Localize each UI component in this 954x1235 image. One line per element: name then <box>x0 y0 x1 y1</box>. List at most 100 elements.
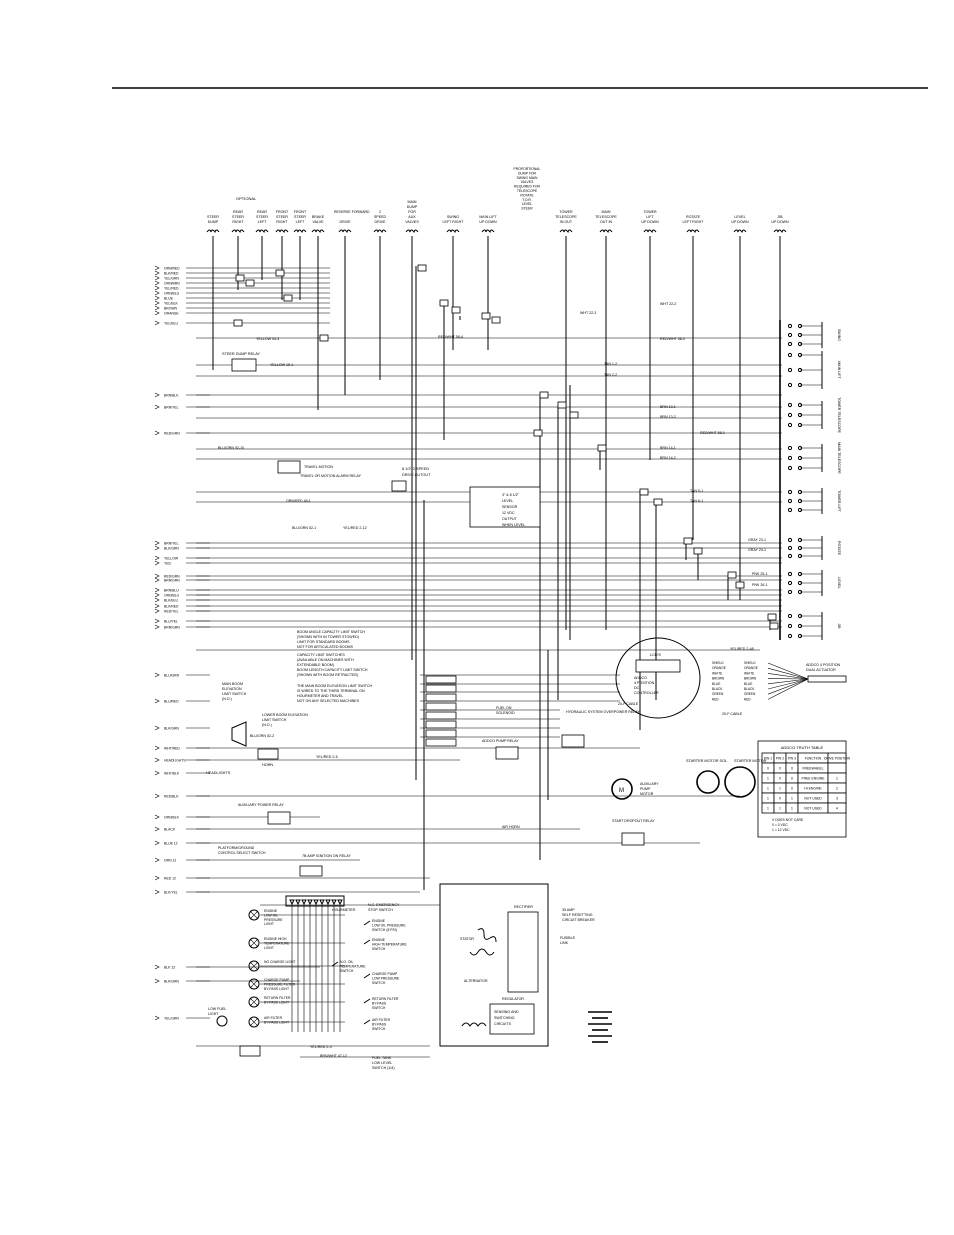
table-header: PIN 2 <box>776 757 784 761</box>
wire-tag: BRN 14-2 <box>660 456 676 460</box>
coil-symbol <box>255 229 269 234</box>
wire-number-box <box>235 274 245 282</box>
wire-arrow <box>154 310 160 316</box>
lcd-line: 4 POSITION <box>634 681 655 685</box>
table-cell-text: NOT USED <box>804 797 822 801</box>
wire-number-box <box>319 334 329 342</box>
pump-label: AUXILIARY <box>640 782 659 786</box>
aux-pump-motor: M AUXILIARY PUMP MOTOR <box>611 778 659 800</box>
wire-name: BLUE <box>164 296 174 300</box>
wire-name: RED 12 <box>164 876 176 880</box>
valve-label: UP DOWN <box>771 220 789 224</box>
wire-tag: YEL/RED 2-12 <box>343 526 367 530</box>
terminal <box>787 633 793 639</box>
lcd-line: ADDCO <box>634 676 647 680</box>
table-cell-text: 4 <box>836 807 838 811</box>
wire-name: YEL/BLU <box>164 321 178 325</box>
switch-label: SWITCH <box>340 969 354 973</box>
wire-name: RED/YEL <box>164 609 179 613</box>
wire-arrow <box>154 300 160 306</box>
battery <box>588 1011 612 1043</box>
coil-symbol <box>599 229 613 234</box>
wire-arrow <box>154 597 160 603</box>
table-cell-text: X <box>791 767 794 771</box>
addco-actuator: ADDCO 4 POSITION DUAL ACTUATOR <box>806 663 847 683</box>
switch-label: SWITCH <box>372 981 386 985</box>
indicator-x <box>249 997 259 1007</box>
valve-label: LEFT RIGHT <box>443 220 465 224</box>
indicator-label: RETURN FILTER <box>264 996 291 1000</box>
note-line: EXTENDABLE BOOM) <box>297 663 334 667</box>
wire-tag: YELLOW 15-1 <box>270 363 293 367</box>
cable-wire-name: BLACK <box>712 687 723 691</box>
wire-arrow <box>154 978 160 984</box>
fuel-tank-label: FUEL TANK <box>372 1056 392 1060</box>
indicator-x <box>249 979 259 989</box>
wire-tag: YEL/RED 2-6 <box>316 755 338 759</box>
valve-label: MAIN <box>602 210 611 214</box>
cable-label: 20-F CABLE <box>722 712 743 716</box>
wire-arrow <box>154 770 160 776</box>
wire-arrow <box>154 404 160 410</box>
cable-wire-name: BROWN <box>744 677 757 681</box>
left-wire-entries: ORN/REDBLK/REDYEL/GRNORN/BRNYEL/REDORN/B… <box>154 265 210 1020</box>
terminal-block <box>425 729 457 738</box>
note-line: NOT FOR ARTICULATED BOOMS <box>297 645 354 649</box>
valve-label: STEER <box>276 215 288 219</box>
wire-arrow <box>154 840 160 846</box>
switch-label: LOW OIL PRESSURE <box>372 923 406 927</box>
wire-tag: PNK 25-1 <box>752 572 768 576</box>
wire-arrow <box>154 672 160 678</box>
wire-number-box <box>539 391 549 399</box>
wire-arrow <box>154 745 160 751</box>
wire-arrow <box>154 392 160 398</box>
wire-tag: BRN 13-1 <box>660 405 676 409</box>
wire-number-box <box>769 622 779 630</box>
switch-label: SWITCH <box>372 1006 386 1010</box>
wire-number-box <box>597 444 607 452</box>
wire-name: YELLOW <box>164 556 179 560</box>
valve-label: MAIN <box>408 200 417 204</box>
wire-arrow <box>154 285 160 291</box>
note-line: THE MAIN BOOM ELEVATION LIMIT SWITCH <box>297 684 372 688</box>
cable-wire-line <box>767 667 809 680</box>
terminal <box>787 507 793 513</box>
indicator-label: ENGINE HIGH <box>264 937 287 941</box>
fusible-label: FUSIBLE <box>560 936 576 940</box>
valve-label: DUMP <box>208 220 219 224</box>
cable-wire-name: BLUE <box>744 682 752 686</box>
table-cell-text: 1 <box>791 797 793 801</box>
prop-label-line: SWING MAIN <box>517 176 538 180</box>
wire-tag-labels: YELLOW 53-3 YELLOW 15-1 RED/WHT 58-4 TAN… <box>218 302 768 1058</box>
note-line: LOWER BOOM ELEVATION <box>262 713 308 717</box>
wire-name: BLUE 12 <box>164 841 178 845</box>
note-line: LIMIT SWITCH <box>222 692 247 696</box>
indicator-x <box>249 1017 259 1027</box>
terminal <box>787 455 793 461</box>
coil-symbol <box>559 229 573 234</box>
terminal <box>787 545 793 551</box>
breaker-label: CIRCUIT BREAKER <box>562 918 595 922</box>
terminal <box>787 332 793 338</box>
air-horn-label: AIR HORN <box>502 825 520 829</box>
cable-wire-line <box>767 678 809 685</box>
table-cell-text: 0 <box>779 797 781 801</box>
wire-name: BRN/YEL <box>164 541 179 545</box>
wire-name: ORN 12 <box>164 858 176 862</box>
indicator-label: AIR FILTER <box>264 1016 283 1020</box>
wire-tag: YELLOW 53-3 <box>256 337 279 341</box>
pump-label: PUMP <box>640 787 651 791</box>
valve-label: DRIVE <box>375 220 387 224</box>
cable-wire-name: BROWN <box>712 677 725 681</box>
cutout-label: 8 1/2" 2-SPEED <box>402 467 429 471</box>
cable-wire-line <box>767 662 809 680</box>
emergency-stop: N.C. EMERGENCY STOP SWITCH <box>368 903 400 912</box>
table-cell-text: HI ENGINE <box>804 787 822 791</box>
wire-tag: YEL/RED 2-3 <box>310 1045 332 1049</box>
wire-tag: ORN/RED 48-1 <box>286 499 311 503</box>
wire-name: BLU/GRN <box>164 673 180 677</box>
horn-label: HORN <box>262 763 273 767</box>
wire-arrow <box>154 290 160 296</box>
note-line: MAIN BOOM <box>222 682 243 686</box>
